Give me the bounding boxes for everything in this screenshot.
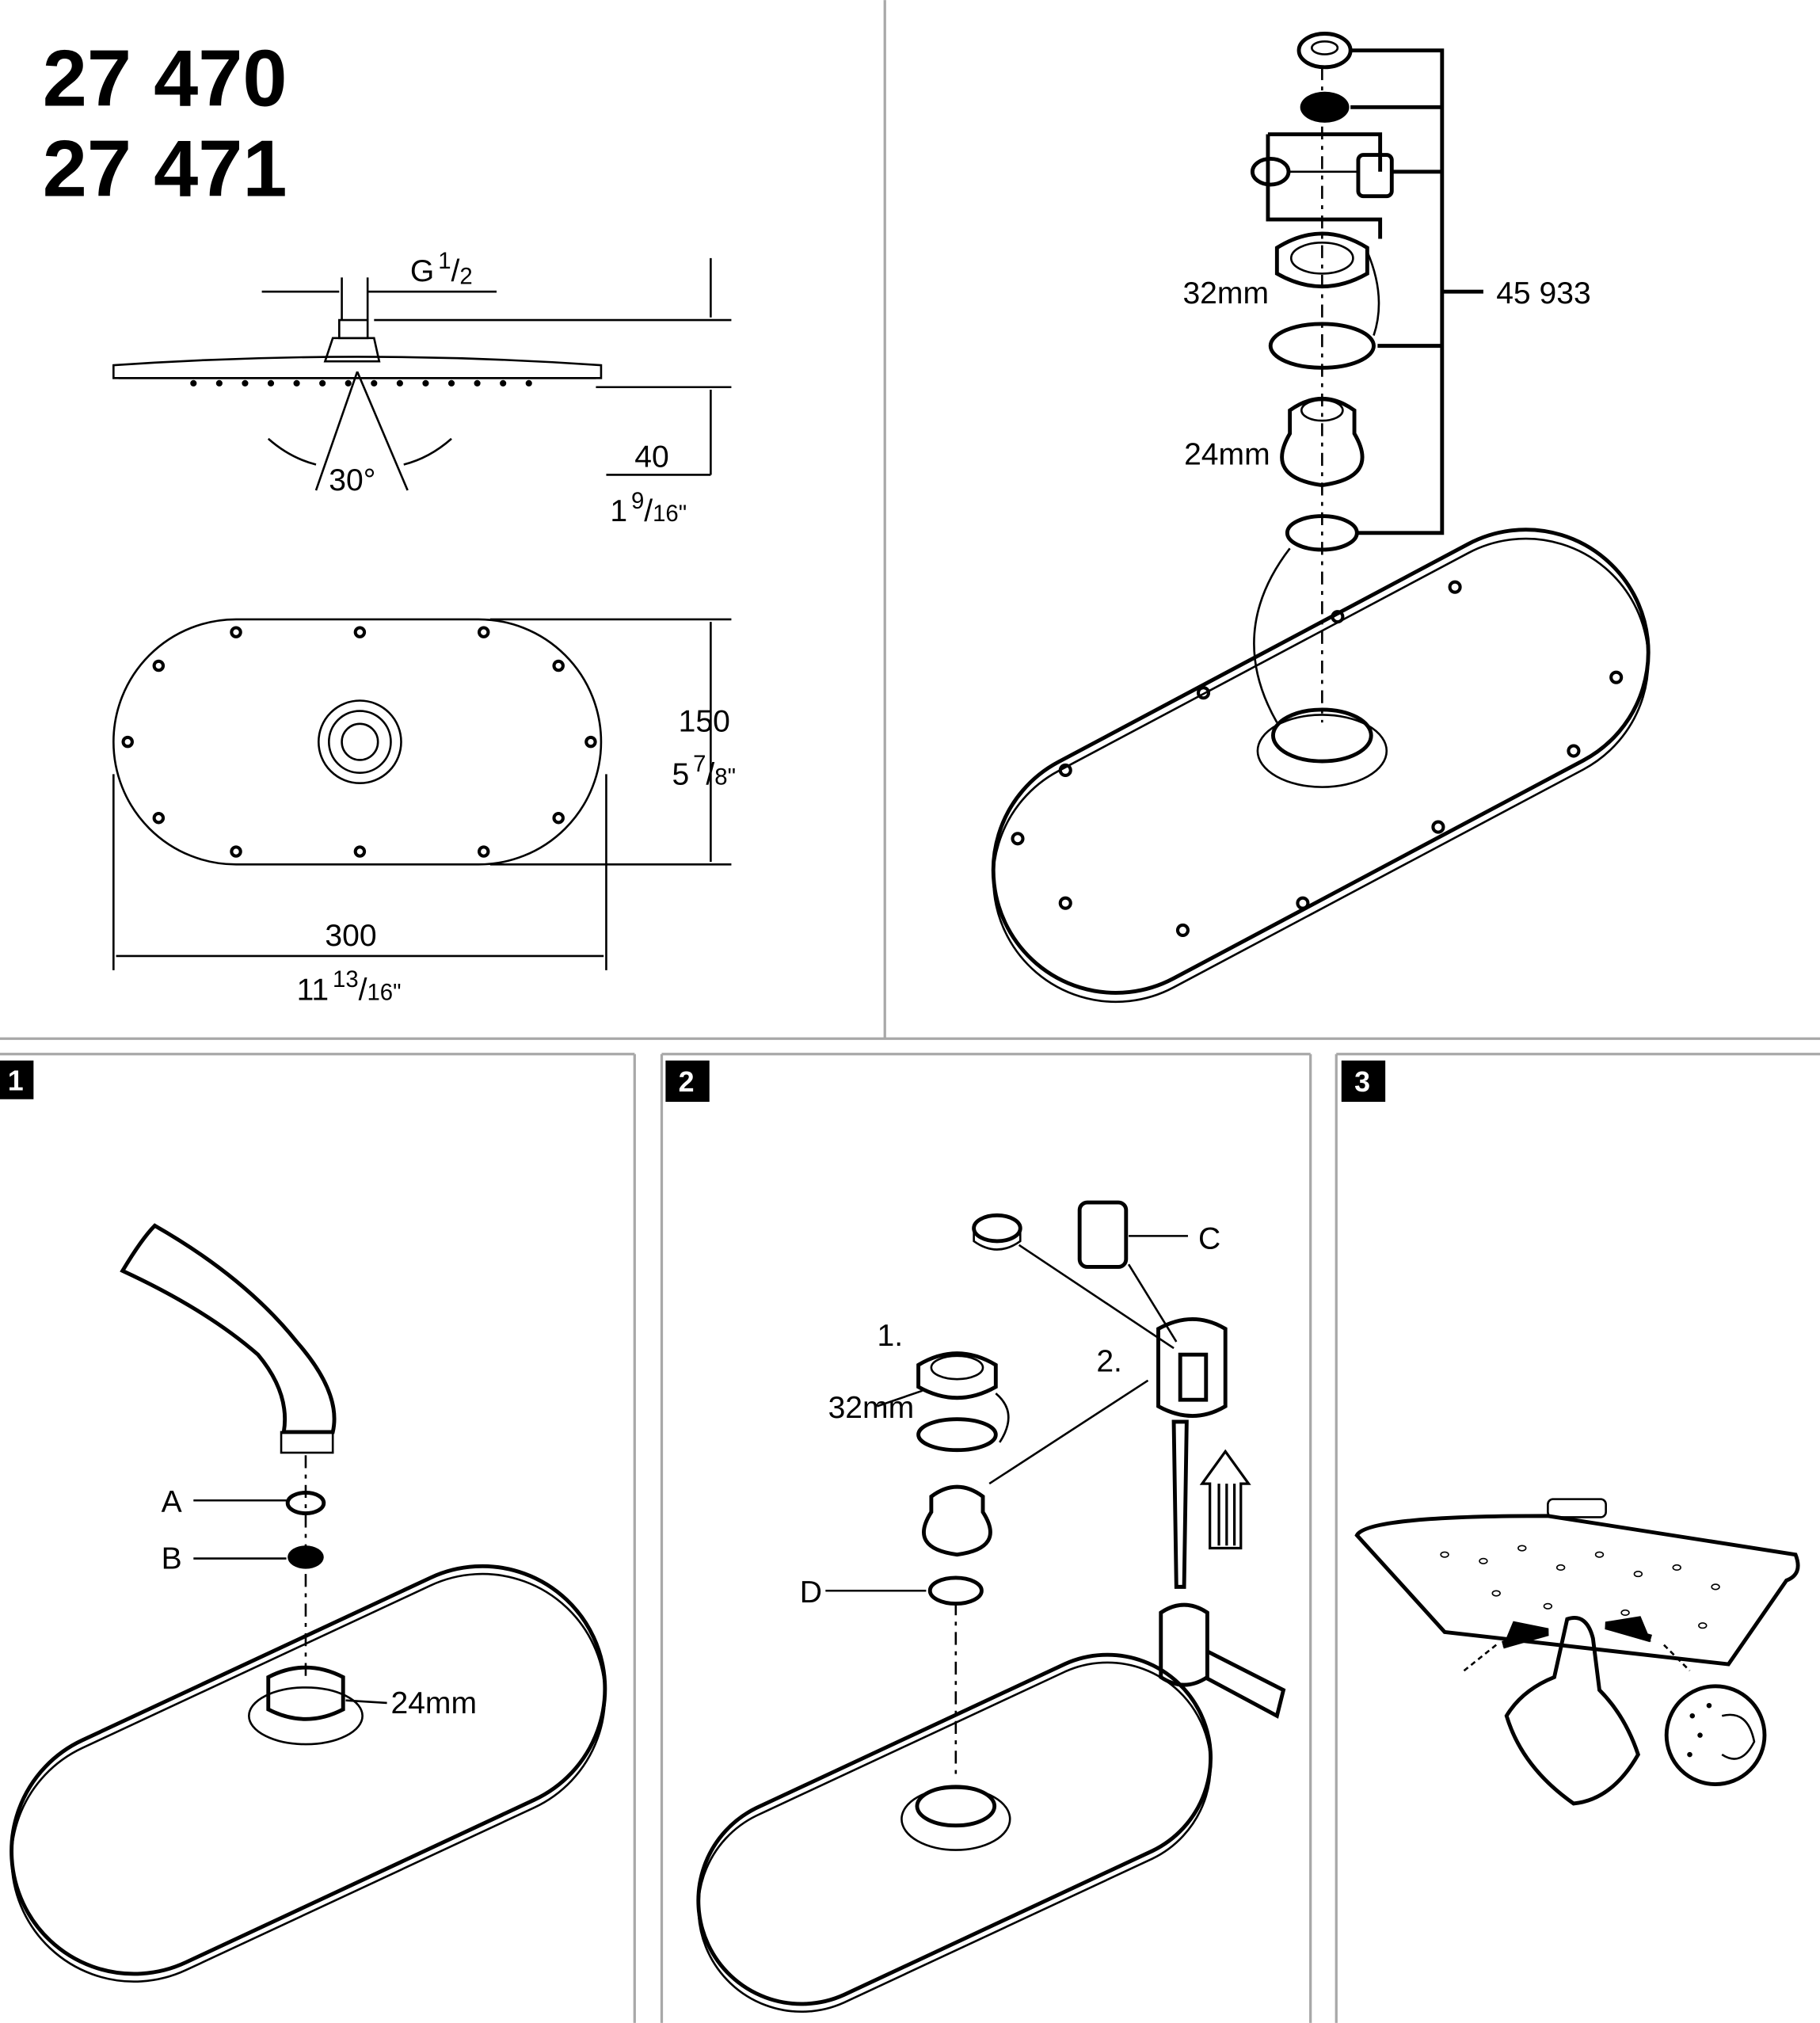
step-1-drawing <box>10 1223 607 1983</box>
top-view-drawing <box>112 618 732 970</box>
width-mm: 300 <box>325 919 376 953</box>
step-3-drawing <box>1354 1498 1800 1806</box>
step-2-drawing <box>696 1200 1286 2013</box>
model-number-2: 27 471 <box>43 125 287 214</box>
step-1-label-a: A <box>162 1485 182 1519</box>
exploded-view-drawing <box>991 32 1651 1004</box>
svg-text:3: 3 <box>1354 1066 1370 1098</box>
step-1-wrench-label: 24mm <box>390 1686 477 1720</box>
shower-plate-outline <box>10 1564 607 1976</box>
spray-angle: 30° <box>329 463 375 497</box>
shower-plate-outline <box>696 1652 1213 2006</box>
step-2-label-c: C <box>1198 1222 1220 1256</box>
svg-text:1: 1 <box>8 1065 24 1096</box>
step-badge-3: 3 <box>1341 1060 1386 1103</box>
step-2-wrench-label: 32mm <box>828 1391 915 1425</box>
step-2-label-second: 2. <box>1096 1344 1122 1378</box>
svg-text:2: 2 <box>679 1066 695 1098</box>
side-view-drawing <box>112 257 732 491</box>
step-1-label-b: B <box>162 1542 182 1576</box>
depth-mm: 150 <box>679 705 730 739</box>
step-2-label-d: D <box>800 1575 822 1610</box>
shower-plate-outline <box>10 1572 607 1983</box>
step-badge-2: 2 <box>665 1060 710 1103</box>
wrench-size-32-label: 32mm <box>1182 276 1269 310</box>
step-badge-1: 1 <box>0 1060 34 1099</box>
shower-plate-outline <box>991 528 1651 995</box>
height-mm: 40 <box>634 440 668 474</box>
spare-part-number: 45 933 <box>1496 276 1591 310</box>
shower-plate-outline <box>992 537 1650 1004</box>
model-number-1: 27 470 <box>43 35 287 124</box>
step-2-label-first: 1. <box>877 1319 903 1353</box>
shower-plate-outline <box>697 1661 1212 2013</box>
wrench-size-24-label: 24mm <box>1184 437 1270 471</box>
